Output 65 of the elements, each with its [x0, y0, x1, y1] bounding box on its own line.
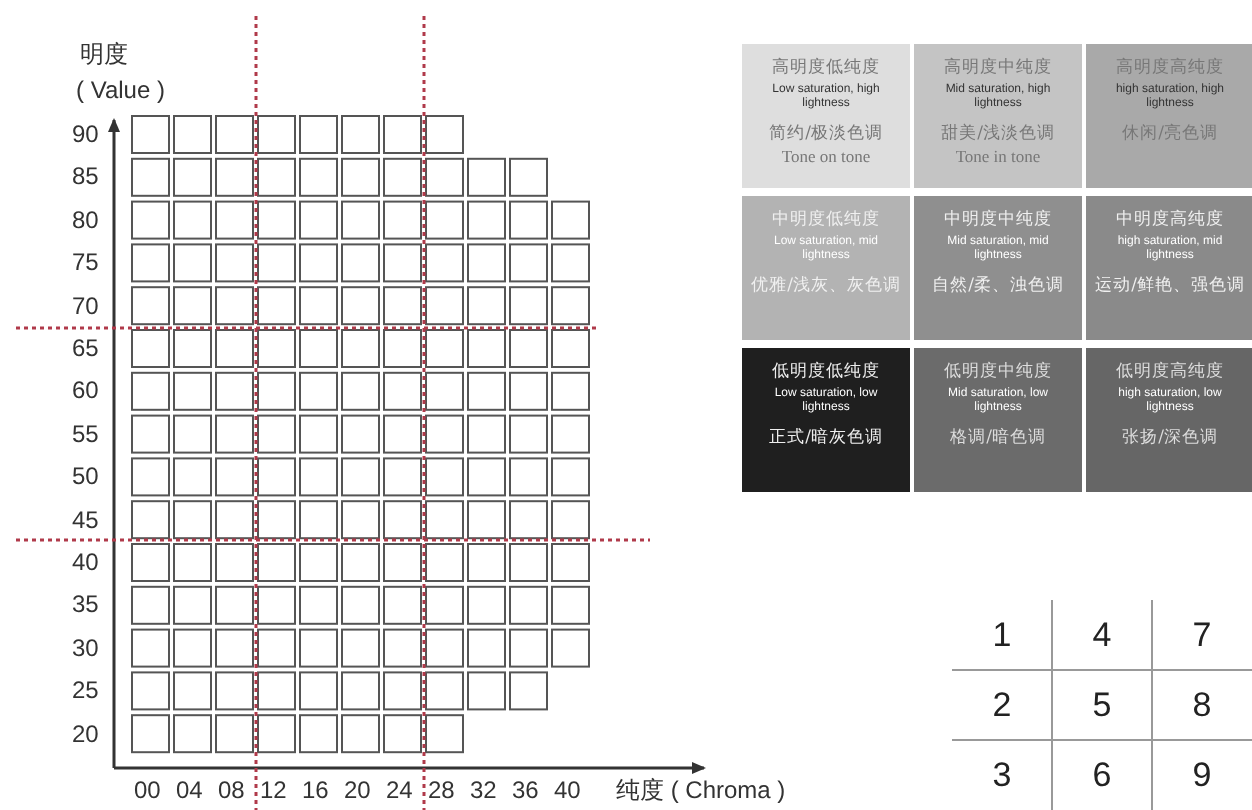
tone-cell	[742, 348, 910, 492]
cell-tone-name: 优雅/浅灰、灰色调	[749, 276, 903, 298]
tone-cell	[1086, 348, 1252, 492]
tone-cell	[914, 196, 1082, 340]
tick-label: 70	[72, 291, 99, 320]
axis-title: 明度	[80, 40, 128, 68]
tick-label: 30	[72, 633, 99, 662]
cell-tone-name: 自然/柔、浊色调	[930, 276, 1066, 298]
axis-title: 纯度 ( Chroma )	[616, 776, 786, 804]
tick-label: 36	[512, 776, 539, 804]
tick-label: 80	[72, 205, 99, 234]
tick-label: 60	[72, 376, 99, 405]
cell-tone-english: Tone on tone	[779, 146, 873, 166]
tick-label: 65	[72, 334, 99, 362]
tick-label: 32	[470, 776, 497, 804]
table-number: 8	[1192, 685, 1212, 725]
tick-label: 20	[344, 776, 371, 804]
tick-label: 90	[72, 120, 99, 148]
table-number: 1	[992, 615, 1012, 655]
tone-cell	[742, 196, 910, 340]
tick-label: 16	[302, 776, 329, 804]
tone-cell	[914, 348, 1082, 492]
axis-title: ( Value )	[76, 76, 165, 104]
tone-cell	[914, 44, 1082, 188]
tick-label: 35	[72, 590, 99, 619]
tick-label: 00	[134, 776, 161, 804]
cell-heading: 低明度高纯度	[1114, 362, 1226, 384]
tone-cell	[742, 44, 910, 188]
tick-label: 04	[176, 776, 203, 804]
tick-label: 55	[72, 419, 99, 448]
tone-cell	[1086, 44, 1252, 188]
table-number: 6	[1092, 755, 1112, 795]
table-number: 2	[992, 685, 1012, 725]
table-number: 7	[1192, 615, 1212, 655]
cell-heading: 低明度低纯度	[770, 362, 882, 384]
cell-heading: 低明度中纯度	[942, 362, 1054, 384]
tick-label: 24	[386, 776, 413, 804]
tone-cell	[1086, 196, 1252, 340]
tick-label: 12	[260, 776, 287, 804]
table-number: 3	[992, 755, 1012, 795]
tick-label: 85	[72, 162, 99, 191]
cell-tone-name: 甜美/浅淡色调	[939, 124, 1057, 146]
cell-tone-name: 运动/鲜艳、强色调	[1093, 276, 1247, 298]
tick-label: 45	[72, 505, 99, 534]
table-number: 5	[1092, 685, 1112, 725]
tick-label: 40	[554, 776, 581, 804]
cell-heading: 高明度中纯度	[942, 58, 1054, 80]
table-number: 9	[1192, 755, 1212, 795]
tick-label: 40	[72, 548, 99, 576]
tick-label: 25	[72, 676, 99, 705]
cell-tone-name: 格调/暗色调	[948, 428, 1048, 450]
cell-heading: 中明度高纯度	[1114, 210, 1226, 232]
cell-heading: 高明度低纯度	[770, 58, 882, 80]
cell-tone-name: 正式/暗灰色调	[767, 428, 885, 450]
cell-heading: 中明度低纯度	[770, 210, 882, 232]
cell-tone-english: Tone in tone	[953, 146, 1043, 166]
tick-label: 75	[72, 248, 99, 277]
tick-label: 20	[72, 719, 99, 748]
tick-label: 28	[428, 776, 455, 804]
cell-tone-name: 张扬/深色调	[1120, 428, 1220, 450]
tick-label: 50	[72, 462, 99, 491]
cell-tone-name: 简约/极淡色调	[767, 124, 885, 146]
cell-heading: 中明度中纯度	[942, 210, 1054, 232]
table-number: 4	[1092, 615, 1112, 655]
tick-label: 08	[218, 776, 245, 804]
